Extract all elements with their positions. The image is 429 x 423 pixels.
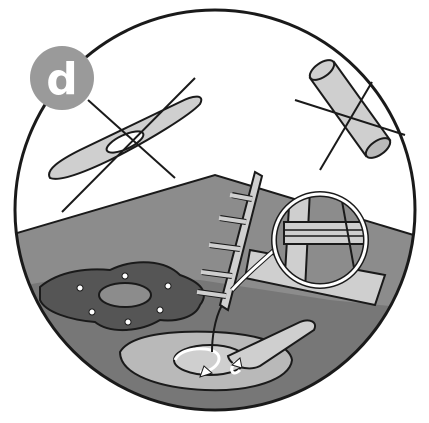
gasket-bolt-hole [89,309,95,315]
gasket-hole [99,283,151,307]
gasket-bolt-hole [157,307,163,313]
step-badge-label: d [46,54,78,105]
gasket-bolt-hole [77,285,83,291]
gasket-bolt-hole [122,273,128,279]
gasket-bolt-hole [125,319,131,325]
gasket-bolt-hole [165,283,171,289]
step-badge: d [30,46,94,110]
